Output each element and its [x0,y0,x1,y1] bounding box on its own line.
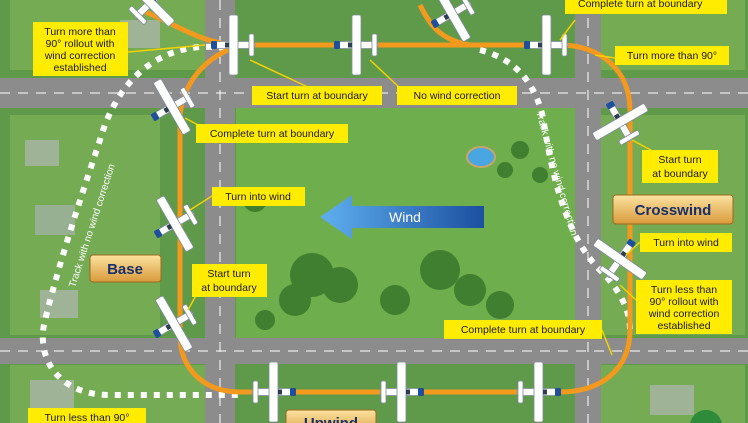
leg-badge-base: Base [89,254,162,283]
callout-leaders [127,19,661,356]
svg-text:Crosswind: Crosswind [635,202,712,219]
svg-text:Turn into wind: Turn into wind [225,191,291,203]
pattern-entry-track [417,3,471,48]
svg-text:Complete turn at boundary: Complete turn at boundary [578,0,703,10]
svg-text:Turn less than 90°: Turn less than 90° [45,412,130,423]
no-correction-track-left [39,43,240,398]
svg-text:Complete turn at boundary: Complete turn at boundary [210,128,335,140]
leg-badge-crosswind: Crosswind [612,194,734,225]
wind-label: Wind [389,209,421,225]
leg-badge-upwind: Upwind [285,409,377,423]
svg-text:wind correction: wind correction [648,308,720,320]
no-correction-track-right [479,47,633,331]
svg-text:established: established [53,62,106,74]
callout-turn-more-90-rollout: Turn more than 90° rollout with wind cor… [33,22,128,76]
svg-text:Start turn at boundary: Start turn at boundary [266,90,368,102]
callout-no-wind-correction: No wind correction [397,86,517,105]
pond [466,146,496,168]
corner-marker [690,410,722,423]
svg-text:Turn more than: Turn more than [44,26,116,38]
callout-turn-less-90-rollout: Turn less than 90° rollout with wind cor… [636,280,732,334]
svg-text:Turn into wind: Turn into wind [653,237,719,249]
callout-complete-turn-left: Complete turn at boundary [196,124,348,143]
svg-text:No wind correction: No wind correction [414,90,501,102]
callout-top-complete-turn: Complete turn at boundary [565,0,727,14]
svg-text:Complete turn at boundary: Complete turn at boundary [461,324,586,336]
svg-text:Start turn: Start turn [207,268,250,280]
svg-text:Turn less than: Turn less than [651,284,717,296]
callout-turn-less-90-bottom: Turn less than 90° [28,408,146,423]
svg-text:Upwind: Upwind [304,415,358,423]
svg-text:90° rollout with: 90° rollout with [650,296,719,308]
svg-text:at boundary: at boundary [201,282,257,294]
svg-text:Turn more than 90°: Turn more than 90° [627,50,717,62]
callout-start-turn-left: Start turn at boundary [192,264,267,297]
callout-complete-turn-bottom: Complete turn at boundary [444,320,602,339]
svg-text:90° rollout with: 90° rollout with [46,38,115,50]
callout-turn-into-wind-right: Turn into wind [640,233,732,252]
callout-turn-more-90: Turn more than 90° [615,46,729,65]
callout-start-turn-right: Start turn at boundary [642,150,718,183]
svg-text:established: established [657,320,710,332]
svg-text:Start turn: Start turn [658,154,701,166]
svg-text:Base: Base [107,261,143,278]
svg-text:wind correction: wind correction [44,50,116,62]
wind-arrow: Wind [320,195,484,239]
svg-text:at boundary: at boundary [652,168,708,180]
callout-start-turn-boundary-top: Start turn at boundary [252,86,382,105]
callout-turn-into-wind-left: Turn into wind [212,187,305,206]
